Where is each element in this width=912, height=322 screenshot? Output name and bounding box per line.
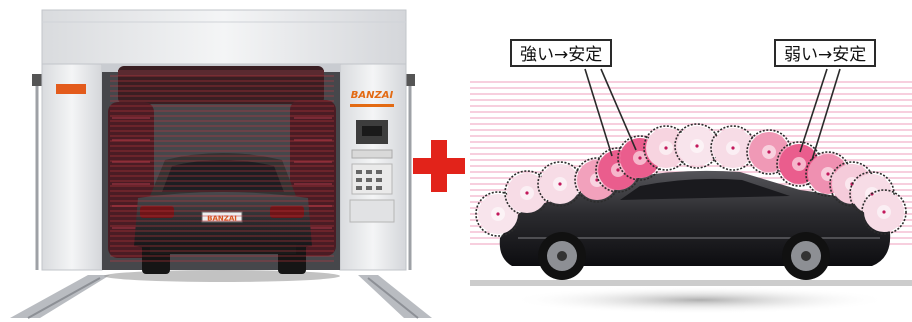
sensor-lines-machine bbox=[110, 75, 334, 262]
car-body bbox=[134, 192, 312, 254]
callout-strong-to-stable: 強い→安定 bbox=[510, 39, 613, 67]
left-tail-light bbox=[140, 206, 174, 218]
brush-circle bbox=[537, 161, 583, 207]
brush-circle bbox=[674, 123, 720, 169]
plate-text: BANZAI bbox=[207, 215, 237, 223]
car-wash-machine: BANZAI bbox=[10, 9, 432, 319]
brush-circles bbox=[475, 123, 907, 237]
callout-pointer-strong bbox=[584, 68, 613, 157]
plus-sign bbox=[413, 140, 465, 192]
callout-pointer-weak bbox=[799, 68, 828, 153]
side-windows bbox=[620, 178, 790, 200]
callout-weak-to-stable: 弱い→安定 bbox=[774, 39, 877, 67]
floor-rails bbox=[10, 275, 432, 319]
brush-circle bbox=[746, 129, 792, 175]
license-plate bbox=[201, 211, 243, 223]
brush-circle bbox=[861, 189, 907, 235]
left-label-sticker bbox=[56, 84, 86, 94]
brush-circle bbox=[475, 191, 521, 237]
brush-circle bbox=[710, 125, 756, 171]
brush-circle bbox=[504, 170, 550, 216]
brand-logo: BANZAI bbox=[351, 90, 394, 101]
brush-diagram bbox=[470, 68, 912, 314]
right-tail-light bbox=[270, 206, 304, 218]
